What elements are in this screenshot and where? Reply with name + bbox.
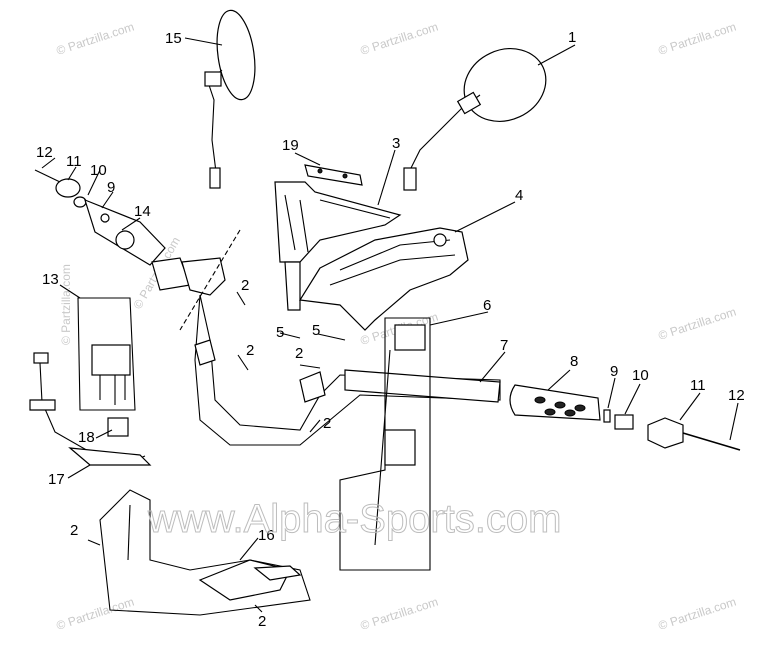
- left-grip-assembly: [34, 169, 226, 296]
- callout-1: 1: [568, 29, 576, 46]
- bracket-19: [304, 164, 363, 186]
- callout-16: 16: [258, 527, 275, 544]
- callout-8: 8: [570, 353, 578, 370]
- callout-2-e: 2: [70, 522, 78, 539]
- callout-2-f: 2: [258, 613, 266, 630]
- lower-cover: [99, 489, 311, 616]
- leader-lines: [41, 37, 739, 561]
- screws: [87, 291, 346, 613]
- callout-2-c: 2: [295, 345, 303, 362]
- mirror-left: [204, 9, 256, 189]
- callout-2-a: 2: [241, 277, 249, 294]
- callout-18: 18: [78, 429, 95, 446]
- callout-12-left: 12: [36, 144, 53, 161]
- watermark-1: © Partzilla.com: [55, 20, 136, 58]
- callout-11-left: 11: [66, 153, 82, 170]
- callout-14: 14: [134, 203, 151, 220]
- callout-11-right: 11: [690, 377, 706, 394]
- watermark-vertical: © Partzilla.com: [59, 264, 73, 345]
- callout-6: 6: [483, 297, 491, 314]
- watermark-3: © Partzilla.com: [657, 20, 738, 58]
- callout-10-right: 10: [632, 367, 649, 384]
- callout-13: 13: [42, 271, 59, 288]
- alpha-sports-watermark: www.Alpha-Sports.com: [147, 497, 561, 541]
- callout-10-left: 10: [90, 162, 107, 179]
- watermark-8: © Partzilla.com: [657, 595, 738, 633]
- handlebar-tube: [179, 229, 501, 446]
- throttle-grip: [344, 369, 741, 451]
- handlebar-front-cover: [274, 181, 402, 311]
- callout-15: 15: [165, 30, 182, 47]
- callout-2-d: 2: [323, 415, 331, 432]
- left-brake-lever: [29, 352, 152, 466]
- callout-labels: 1 2 2 2 2 2 2 3 4 5 5 6 7 8 9 10 11 12 1…: [36, 29, 745, 630]
- callout-5-a: 5: [276, 324, 284, 341]
- callout-7: 7: [500, 337, 508, 354]
- watermark-6: © Partzilla.com: [55, 595, 136, 633]
- callout-3: 3: [392, 135, 400, 152]
- callout-4: 4: [515, 187, 523, 204]
- callout-12-right: 12: [728, 387, 745, 404]
- mirror-right: [403, 48, 547, 191]
- callout-19: 19: [282, 137, 299, 154]
- watermark-2: © Partzilla.com: [359, 20, 440, 58]
- handlebar-rear-cover: [298, 227, 469, 331]
- callout-2-b: 2: [246, 342, 254, 359]
- watermark-7: © Partzilla.com: [359, 595, 440, 633]
- left-switch-box: [77, 297, 136, 411]
- watermark-5: © Partzilla.com: [657, 305, 738, 343]
- callout-9-right: 9: [610, 363, 618, 380]
- callout-17: 17: [48, 471, 65, 488]
- right-switch-panel: [339, 317, 431, 571]
- callout-9-left: 9: [107, 179, 115, 196]
- callout-5-b: 5: [312, 322, 320, 339]
